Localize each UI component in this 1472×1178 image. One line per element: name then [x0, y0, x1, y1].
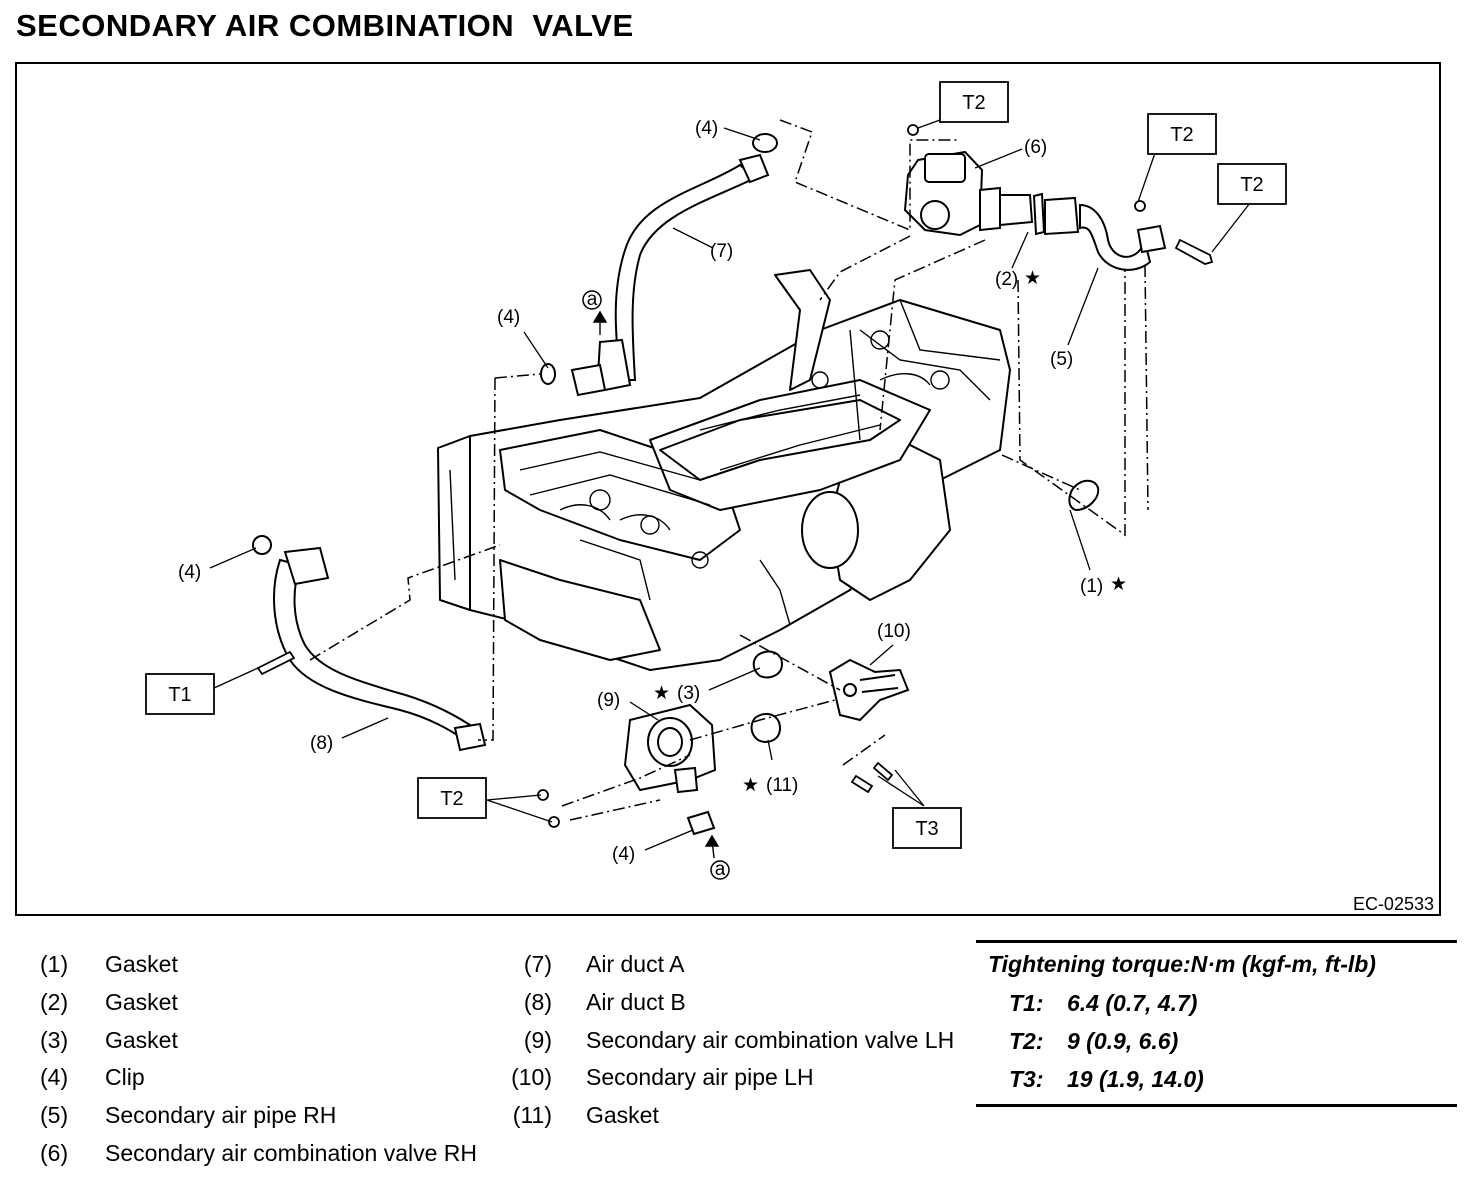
callout-4-bottom: (4): [612, 844, 635, 865]
legend-number: (9): [523, 1026, 552, 1053]
torque-row-t1: T1: 6.4 (0.7, 4.7): [976, 985, 1457, 1023]
torque-heading: Tightening torque:N·m (kgf-m, ft-lb): [988, 950, 1376, 977]
callout-1: (1): [1080, 576, 1103, 597]
callout-3: (3): [677, 683, 700, 704]
legend-number: (7): [523, 951, 552, 978]
legend-number: (11): [512, 1102, 552, 1129]
reference-a-markers: [582, 290, 730, 880]
legend-item: (2) Gasket: [40, 984, 477, 1022]
callout-11: (11): [766, 775, 798, 796]
callout-4-mid: (4): [497, 307, 520, 328]
callout-10: (10): [877, 621, 911, 642]
legend-name: Gasket: [105, 951, 178, 978]
legend-number: (10): [511, 1064, 552, 1091]
callout-5: (5): [1050, 349, 1073, 370]
torque-value: 19 (1.9, 14.0): [1067, 1065, 1204, 1092]
torque-value: 6.4 (0.7, 4.7): [1067, 990, 1198, 1017]
clip-4-bottom: [686, 810, 716, 836]
legend-name: Gasket: [105, 1026, 178, 1053]
callout-7: (7): [710, 241, 733, 262]
legend-name: Gasket: [586, 1102, 659, 1129]
callout-6: (6): [1024, 137, 1047, 158]
torque-boxes: [145, 81, 1287, 849]
legend-name: Secondary air pipe RH: [105, 1102, 337, 1129]
torque-box-t1: T1: [168, 684, 191, 706]
arrow-to-a: [592, 310, 720, 859]
clip-4-left: [252, 535, 272, 555]
callout-8: (8): [310, 733, 333, 754]
legend-number: (6): [40, 1139, 69, 1166]
legend-item: (3) Gasket: [40, 1021, 477, 1059]
torque-row-t3: T3: 19 (1.9, 14.0): [976, 1060, 1457, 1098]
callout-4-top: (4): [695, 118, 718, 139]
alignment-lines: [309, 119, 1149, 821]
callout-4-left: (4): [178, 562, 201, 583]
legend-name: Air duct B: [586, 989, 686, 1016]
air-pipe-lh: [828, 658, 910, 722]
valve-lh: [623, 703, 717, 794]
legend-right: (7) Air duct A (8) Air duct B (9) Secondary…: [508, 946, 954, 1134]
torque-row-t2: T2: 9 (0.9, 6.6): [976, 1023, 1457, 1061]
legend-name: Gasket: [105, 989, 178, 1016]
torque-box-t2-right-upper: T2: [1170, 124, 1193, 146]
callout-2: (2): [995, 269, 1018, 290]
engine-block: [437, 269, 1011, 671]
leader-lines: [209, 119, 1251, 851]
legend-name: Secondary air pipe LH: [586, 1064, 814, 1091]
torque-box-t2-top: T2: [962, 92, 985, 114]
clip-group: [252, 133, 778, 836]
legend-name: Secondary air combination valve RH: [105, 1139, 478, 1166]
legend-item: (7) Air duct A: [508, 946, 954, 984]
clip-4-mid: [540, 363, 556, 385]
engine-detail-lines: [449, 299, 1001, 626]
legend-number: (3): [40, 1026, 69, 1053]
callout-9: (9): [597, 690, 620, 711]
air-pipe-rh: [1044, 196, 1167, 271]
valve-rh: [903, 150, 1034, 237]
legend-item: (10) Secondary air pipe LH: [508, 1059, 954, 1097]
gasket-11: [750, 712, 782, 743]
fasteners: [256, 124, 1214, 828]
legend-item: (11) Gasket: [508, 1097, 954, 1135]
exploded-view-figure: [15, 62, 1441, 916]
legend-number: (2): [40, 989, 69, 1016]
clip-4-top: [752, 133, 778, 153]
star-3: ★: [653, 683, 670, 704]
reference-a-bottom: a: [715, 859, 726, 880]
torque-box-t2-bottom: T2: [440, 788, 463, 810]
torque-code: T2:: [1009, 1028, 1044, 1055]
star-11: ★: [742, 775, 759, 796]
torque-table: Tightening torque:N·m (kgf-m, ft-lb) T1:…: [976, 940, 1457, 1108]
legend-number: (1): [40, 951, 69, 978]
star-2: ★: [1024, 268, 1041, 289]
reference-a-top: a: [587, 289, 598, 310]
gasket-2: [1032, 192, 1046, 236]
legend-item: (6) Secondary air combination valve RH: [40, 1134, 477, 1172]
legend-name: Clip: [105, 1064, 145, 1091]
torque-code: T1:: [1009, 990, 1044, 1017]
legend-name: Air duct A: [586, 951, 685, 978]
legend-item: (4) Clip: [40, 1059, 477, 1097]
legend-left: (1) Gasket (2) Gasket (3) Gasket (4) Clip (5…: [40, 946, 477, 1172]
torque-box-t2-right: T2: [1240, 174, 1263, 196]
air-duct-a: [570, 153, 770, 397]
legend-item: (8) Air duct B: [508, 984, 954, 1022]
legend-number: (8): [523, 989, 552, 1016]
legend-item: (9) Secondary air combination valve LH: [508, 1021, 954, 1059]
gasket-3: [752, 650, 784, 679]
legend-number: (5): [40, 1102, 69, 1129]
gasket-1: [1068, 479, 1100, 512]
torque-box-t3: T3: [915, 818, 938, 840]
page-title: SECONDARY AIR COMBINATION VALVE: [16, 8, 634, 43]
legend-item: (1) Gasket: [40, 946, 477, 984]
torque-value: 9 (0.9, 6.6): [1067, 1028, 1179, 1055]
torque-code: T3:: [1009, 1065, 1044, 1092]
legend-item: (5) Secondary air pipe RH: [40, 1097, 477, 1135]
legend-number: (4): [40, 1064, 69, 1091]
legend-name: Secondary air combination valve LH: [586, 1026, 955, 1053]
figure-code: EC-02533: [1352, 894, 1434, 914]
star-1: ★: [1110, 574, 1127, 595]
exploded-view-drawing: a a T2 T2 T2 T1 T2 T3 (4) (6) (7) (4) (2…: [145, 81, 1287, 880]
